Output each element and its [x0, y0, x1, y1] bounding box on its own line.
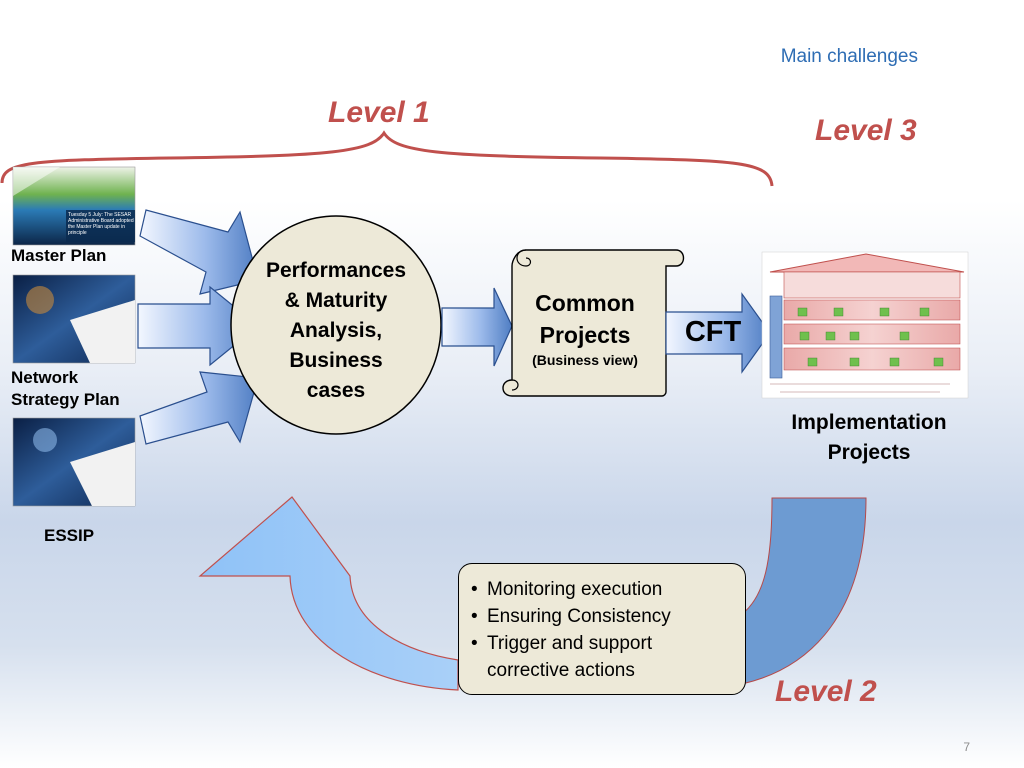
network-strategy-plan-label-line1: Network: [11, 368, 79, 387]
arrow-from-essip: [139, 371, 259, 445]
essip-cover: [12, 417, 136, 507]
implementation-projects-figure: [761, 251, 969, 399]
monitoring-item: Monitoring execution: [471, 576, 735, 603]
implementation-line2: Projects: [827, 441, 911, 464]
master-plan-cover: [12, 166, 136, 246]
network-strategy-plan-label-line2: Strategy Plan: [11, 390, 120, 409]
level2-label: Level 2: [775, 675, 877, 708]
common-projects-title: Common Projects: [515, 287, 655, 351]
network-strategy-plan-cover: [12, 274, 136, 364]
common-projects-line1: Common: [535, 290, 635, 316]
common-projects-line2: Projects: [539, 322, 631, 348]
feedback-loop-body: [741, 497, 867, 685]
network-strategy-plan-label: Network Strategy Plan: [11, 367, 120, 411]
analysis-circle: [230, 215, 442, 435]
slide-title: Main challenges: [780, 46, 918, 67]
monitoring-box: Monitoring execution Ensuring Consistenc…: [458, 563, 746, 695]
level3-label: Level 3: [815, 114, 917, 147]
analysis-line2: & Maturity: [284, 289, 388, 312]
feedback-loop-head: [198, 496, 459, 691]
arrow-cft: [665, 292, 771, 374]
analysis-line5: cases: [306, 379, 366, 402]
level1-label: Level 1: [328, 96, 430, 129]
monitoring-item: Trigger and support corrective actions: [471, 630, 735, 684]
monitoring-item: Ensuring Consistency: [471, 603, 735, 630]
analysis-text: Performances & Maturity Analysis, Busine…: [238, 256, 434, 406]
analysis-line4: Business: [289, 349, 383, 372]
monitoring-list: Monitoring execution Ensuring Consistenc…: [467, 576, 735, 684]
common-projects-scroll: [502, 249, 685, 397]
analysis-line1: Performances: [265, 259, 407, 282]
arrow-from-master-plan: [139, 209, 259, 295]
implementation-line1: Implementation: [791, 411, 947, 434]
common-projects-subtitle: (Business view): [532, 352, 638, 368]
implementation-projects-label: Implementation Projects: [762, 408, 976, 468]
master-plan-label: Master Plan: [11, 246, 107, 265]
cft-label: CFT: [684, 316, 742, 348]
page-number: 7: [963, 740, 970, 754]
level1-brace: [0, 130, 774, 187]
analysis-line3: Analysis,: [289, 319, 383, 342]
master-plan-cover-text: Tuesday 5 July: The SESAR Administrative…: [68, 212, 134, 236]
arrow-to-common-projects: [441, 287, 513, 367]
essip-label: ESSIP: [44, 526, 95, 545]
